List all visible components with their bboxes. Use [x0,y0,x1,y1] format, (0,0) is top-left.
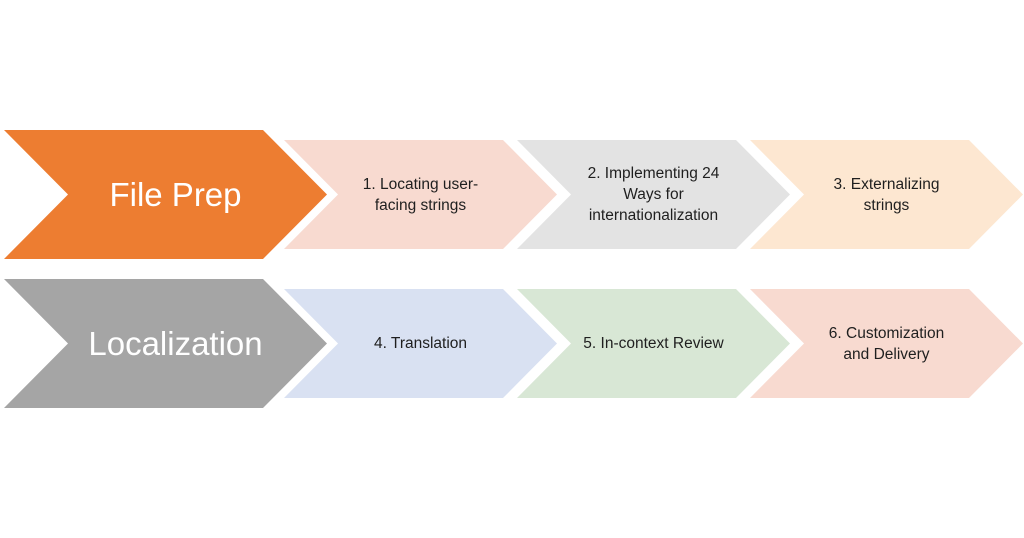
step-label: 6. Customization and Delivery [804,289,969,398]
step-label-line: internationalization [588,207,719,224]
step-label-line: 5. In-context Review [583,335,724,352]
step-chevron [284,289,557,398]
step-label: 1. Locating user-facing strings [338,140,503,249]
phase-label: File Prep [109,175,242,213]
phase-label: Localization [88,324,263,362]
phase-chevron-1 [4,279,327,408]
step-label-line: 3. Externalizing [833,175,940,193]
phase-chevron-0 [4,130,327,259]
step-label: 4. Translation [338,289,503,398]
step-label-line: 6. Customization [828,324,945,342]
step-label: 5. In-context Review [571,289,736,398]
step-chevron [750,289,1023,398]
step-label-line: 4. Translation [373,335,468,352]
step-label-line: and Delivery [843,345,930,363]
step-chevron [750,140,1023,249]
step-label-line: strings [863,196,910,214]
step-chevron [284,140,557,249]
step-chevron [517,140,790,249]
step-label-line: facing strings [374,196,467,214]
step-label-line: Ways for [623,186,684,203]
step-chevron [517,289,790,398]
step-label: 2. Implementing 24 Ways for internationali… [571,140,736,249]
step-label-line: 1. Locating user- [362,175,479,193]
step-label: 3. Externalizing strings [804,140,969,249]
step-label-line: 2. Implementing 24 [587,165,720,182]
